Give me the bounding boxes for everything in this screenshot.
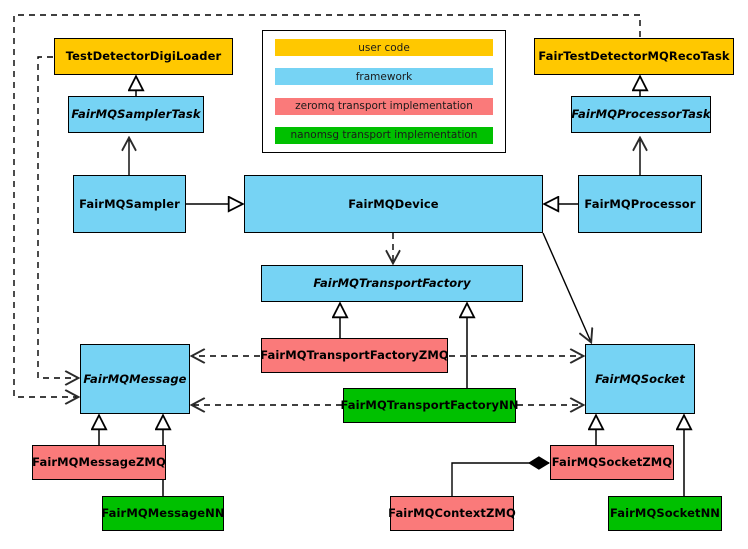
legend-label: zeromq transport implementation [295,100,473,113]
class-box-fairmqmessagezmq[interactable]: FairMQMessageZMQ [32,445,166,480]
class-label: FairMQMessage [83,371,187,386]
class-box-fairtestdetectormqrecotask[interactable]: FairTestDetectorMQRecoTask [534,38,734,75]
class-box-fairmqsocketnn[interactable]: FairMQSocketNN [608,496,722,531]
class-box-fairmqdevice[interactable]: FairMQDevice [244,175,543,233]
edge-device-to-socket [542,232,591,342]
class-label: FairMQSocketNN [609,506,721,521]
class-box-fairmqsamplertask[interactable]: FairMQSamplerTask [68,96,204,133]
class-box-fairmqmessagenn[interactable]: FairMQMessageNN [101,496,225,531]
class-label: FairMQProcessorTask [571,107,711,122]
edge-contextzmq-to-socketzmq [451,463,549,496]
class-box-testdetectordigiloader[interactable]: TestDetectorDigiLoader [54,38,233,75]
legend-item-framework: framework [275,68,493,86]
class-label: FairMQSocketZMQ [551,455,673,470]
class-label: FairMQTransportFactoryNN [340,398,519,413]
class-label: TestDetectorDigiLoader [65,49,222,64]
class-label: FairMQTransportFactoryZMQ [260,348,449,363]
legend-label: nanomsg transport implementation [290,129,478,142]
legend-item-user-code: user code [275,39,493,56]
legend-label: user code [358,41,410,54]
legend-item-zeromq: zeromq transport implementation [275,97,493,115]
class-box-fairmqtransportfactoryzmq[interactable]: FairMQTransportFactoryZMQ [260,338,449,373]
class-box-fairmqsampler[interactable]: FairMQSampler [73,175,186,233]
class-label: FairMQTransportFactory [313,276,471,291]
class-box-fairmqprocessortask[interactable]: FairMQProcessorTask [571,96,711,133]
class-box-fairmqtransportfactory[interactable]: FairMQTransportFactory [261,265,523,302]
class-label: FairMQContextZMQ [388,506,516,521]
class-label: FairMQMessageNN [101,506,225,521]
class-box-fairmqmessage[interactable]: FairMQMessage [80,344,190,414]
legend-item-nanomsg: nanomsg transport implementation [275,126,493,144]
class-box-fairmqtransportfactorynn[interactable]: FairMQTransportFactoryNN [340,388,519,423]
class-label: FairMQSamplerTask [71,107,201,122]
class-label: FairTestDetectorMQRecoTask [538,49,730,64]
color-legend: user code framework zeromq transport imp… [262,30,506,153]
class-label: FairMQSampler [79,196,180,211]
class-label: FairMQDevice [348,196,439,211]
class-box-fairmqcontextzmq[interactable]: FairMQContextZMQ [388,496,516,531]
class-label: FairMQMessageZMQ [32,455,166,470]
class-box-fairmqprocessor[interactable]: FairMQProcessor [578,175,702,233]
class-label: FairMQProcessor [584,196,696,211]
legend-label: framework [355,70,413,83]
class-box-fairmqsocketzmq[interactable]: FairMQSocketZMQ [550,445,674,480]
class-box-fairmqsocket[interactable]: FairMQSocket [585,344,695,414]
class-label: FairMQSocket [595,371,685,386]
